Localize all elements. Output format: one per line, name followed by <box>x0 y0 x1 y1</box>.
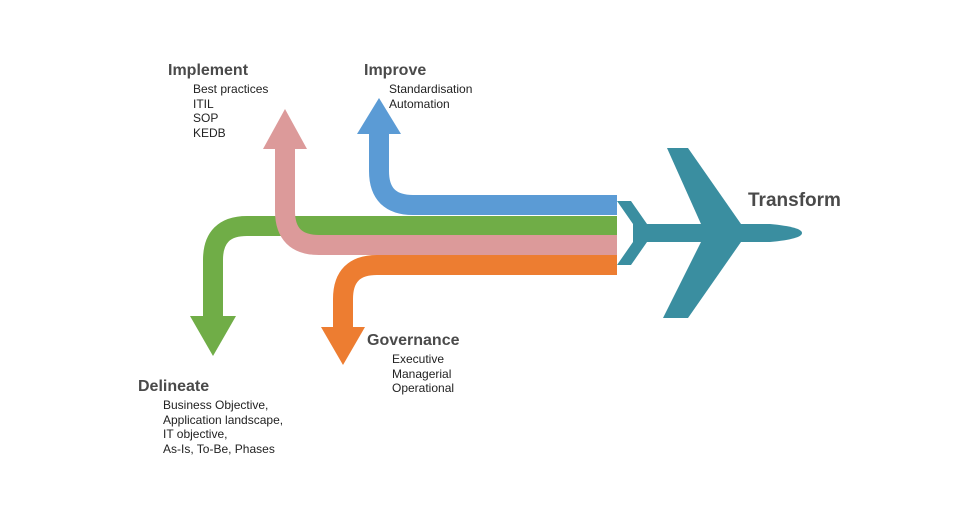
list-item: Operational <box>392 381 455 395</box>
delineate-block: Delineate Business Objective, Applicatio… <box>138 378 283 456</box>
improve-block: Improve Standardisation Automation <box>364 62 472 111</box>
improve-list: Standardisation Automation <box>389 82 472 111</box>
governance-arrow-path <box>333 255 617 334</box>
governance-heading: Governance <box>367 332 460 349</box>
list-item: Business Objective, <box>163 398 269 412</box>
airplane-tail <box>617 201 647 265</box>
delineate-list: Business Objective, Application landscap… <box>163 398 283 456</box>
delineate-arrow-path <box>203 216 617 322</box>
list-item: SOP <box>193 111 219 125</box>
implement-block: Implement Best practices ITIL SOP KEDB <box>168 62 268 140</box>
governance-arrow-head <box>321 327 365 365</box>
airplane-upper-wing <box>667 148 741 224</box>
implement-arrow-head <box>263 109 307 149</box>
list-item: As-Is, To-Be, Phases <box>163 441 275 456</box>
list-item: KEDB <box>193 125 226 140</box>
list-item: Executive <box>392 352 445 366</box>
list-item: Managerial <box>392 366 452 381</box>
list-item: Automation <box>389 96 450 111</box>
airplane-fuselage <box>640 224 802 242</box>
improve-heading: Improve <box>364 62 427 79</box>
list-item: Best practices <box>193 82 269 96</box>
delineate-arrow-head <box>190 316 236 356</box>
governance-list: Executive Managerial Operational <box>392 352 459 396</box>
improve-arrow-head <box>357 98 401 134</box>
transform-label: Transform <box>748 190 841 211</box>
improve-arrow-path <box>369 122 617 215</box>
airplane-lower-wing <box>663 242 741 318</box>
list-item: Application landscape, <box>163 412 284 427</box>
implement-arrow-path <box>275 146 617 255</box>
governance-block: Governance Executive Managerial Operatio… <box>367 332 459 396</box>
list-item: Standardisation <box>389 82 473 96</box>
airplane-icon <box>617 148 802 318</box>
list-item: ITIL <box>193 96 214 111</box>
implement-list: Best practices ITIL SOP KEDB <box>193 82 268 140</box>
delineate-heading: Delineate <box>138 378 210 395</box>
implement-heading: Implement <box>168 62 249 79</box>
list-item: IT objective, <box>163 427 228 441</box>
